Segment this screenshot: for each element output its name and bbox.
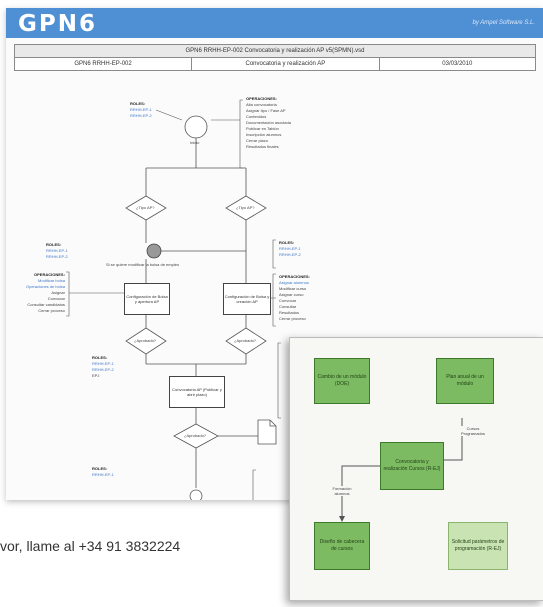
role-item: RRHH-EP-1 bbox=[279, 246, 301, 251]
flow-label-formacion-alumnos: Formación alumnos bbox=[326, 486, 358, 496]
decision-2-label: ¿Tipo AP? bbox=[236, 205, 255, 210]
process-code: GPN6 RRHH-EP-002 bbox=[15, 58, 193, 70]
roles-block-right: ROLES: RRHH-EP-1 RRHH-EP-2 bbox=[279, 240, 301, 258]
node-solicitud-parametros: Solicitud parámetros de programación (R-… bbox=[448, 522, 508, 570]
decision-1-label: ¿Tipo AP? bbox=[136, 205, 155, 210]
start-label: Inicio bbox=[190, 140, 200, 145]
role-item: RRHH-EP-1 bbox=[46, 248, 68, 253]
node-plan-anual: Plan anual de un módulo bbox=[436, 358, 494, 404]
decision-3-label: ¿Aprobado? bbox=[134, 338, 157, 343]
process-date: 03/03/2010 bbox=[442, 61, 473, 67]
role-item: RRHH-EP-1 bbox=[92, 472, 114, 477]
operation-item: Convocar bbox=[279, 298, 297, 303]
process-name: Convocatoria y realización AP bbox=[192, 58, 380, 70]
role-item: RRHH-EP-2 bbox=[92, 367, 114, 372]
operation-item: Documentación asociada bbox=[246, 120, 291, 125]
process-sheet: GPN6 by Ampel Software S.L. GPN6 RRHH-EP… bbox=[6, 8, 543, 500]
flow-label-cursos-programados: Cursos Programados bbox=[456, 426, 490, 436]
operation-item: Inscripción alumnos bbox=[246, 132, 282, 137]
contact-phone-text: vor, llame al +34 91 3832224 bbox=[0, 538, 181, 554]
process-box-configuracion-2: Configuración de Bolsa y creación AP bbox=[223, 283, 271, 315]
role-item: RRHH-EP-1 bbox=[92, 361, 114, 366]
operations-block-top: OPERACIONES: Alta convocatoria Asignar t… bbox=[246, 96, 291, 150]
operations-title: OPERACIONES: bbox=[279, 274, 310, 279]
operation-item: Consultar candidatos bbox=[27, 302, 65, 307]
process-title: GPN6 RRHH-EP-002 Convocatoria y realizac… bbox=[15, 45, 535, 58]
operation-item: Publicar en Tablón bbox=[246, 126, 279, 131]
node-convocatoria-realizacion: Convocatoria y realización Cursos (R-EJ) bbox=[380, 442, 444, 490]
operation-item: Operaciones de bolsa bbox=[26, 284, 65, 289]
decision-4-label: ¿Aprobado? bbox=[234, 338, 257, 343]
operation-item: Consultar bbox=[279, 304, 297, 309]
roles-title: ROLES: bbox=[92, 466, 108, 471]
process-box-convocatoria: Convocatoria AP (Publicar y abrir plazo) bbox=[169, 376, 225, 408]
operation-item: Cerrar proceso bbox=[279, 316, 306, 321]
operation-item: Resultados finales bbox=[246, 144, 279, 149]
roles-block-bottom: ROLES: RRHH-EP-1 bbox=[92, 466, 114, 478]
roles-title: ROLES: bbox=[92, 355, 108, 360]
process-info-row: GPN6 RRHH-EP-002 Convocatoria y realizac… bbox=[15, 58, 535, 70]
process-map-zoom-panel: Cambio de un módulo (DOE) Plan anual de … bbox=[289, 337, 543, 601]
role-item: RRHH-EP-2 bbox=[46, 254, 68, 259]
operations-title: OPERACIONES: bbox=[246, 96, 277, 101]
roles-title: ROLES: bbox=[46, 242, 62, 247]
operations-block-right: OPERACIONES: Asignar alumnos Modificar c… bbox=[279, 274, 310, 322]
operation-item: Asignar curso bbox=[279, 292, 304, 297]
role-item: RRHH-EP-2 bbox=[279, 252, 301, 257]
operation-item: Cerrar proceso bbox=[38, 308, 65, 313]
decision-5-label: ¿Aprobado? bbox=[184, 433, 207, 438]
operations-block-left: OPERACIONES: Modificar bolsa Operaciones… bbox=[26, 272, 65, 314]
roles-title: ROLES: bbox=[130, 101, 146, 106]
roles-title: ROLES: bbox=[279, 240, 295, 245]
operations-title: OPERACIONES: bbox=[34, 272, 65, 277]
process-header-table: GPN6 RRHH-EP-002 Convocatoria y realizac… bbox=[14, 44, 536, 71]
roles-block-lower: ROLES: RRHH-EP-1 RRHH-EP-2 EPJ bbox=[92, 355, 114, 379]
operation-item: Modificar bolsa bbox=[38, 278, 65, 283]
node-diseno-cabecera: Diseño de cabecera de cursos bbox=[314, 522, 370, 570]
operation-item: Alta convocatoria bbox=[246, 102, 277, 107]
role-item: RRHH-EP-1 bbox=[130, 107, 152, 112]
process-box-configuracion-1: Configuración de Bolsa y apertura AP bbox=[124, 283, 170, 315]
operation-item: Modificar curso bbox=[279, 286, 307, 291]
operation-item: Convocar bbox=[47, 296, 65, 301]
brand-tagline: by Ampel Software S.L. bbox=[472, 20, 535, 26]
operation-item: Resultados bbox=[279, 310, 300, 315]
gpn6-logo: GPN6 bbox=[18, 11, 97, 37]
role-item: EPJ bbox=[92, 373, 100, 378]
node-cambio-modulo: Cambio de un módulo (DOE) bbox=[314, 358, 370, 404]
operation-item: Asignar alumnos bbox=[279, 280, 309, 285]
role-item: RRHH-EP-2 bbox=[130, 113, 152, 118]
operation-item: Contenidos bbox=[246, 114, 267, 119]
roles-block-left: ROLES: RRHH-EP-1 RRHH-EP-2 bbox=[46, 242, 68, 260]
operation-item: Asignar tipo / Fase AP bbox=[246, 108, 286, 113]
operation-item: Cerrar plazo bbox=[246, 138, 269, 143]
bolsa-note: Si se quiere modificar la bolsa de emple… bbox=[106, 262, 180, 267]
flowchart-diagram bbox=[66, 99, 281, 500]
brand-bar: GPN6 by Ampel Software S.L. bbox=[6, 8, 543, 38]
roles-block-top: ROLES: RRHH-EP-1 RRHH-EP-2 bbox=[130, 101, 152, 119]
operation-item: Asignar bbox=[51, 290, 65, 295]
